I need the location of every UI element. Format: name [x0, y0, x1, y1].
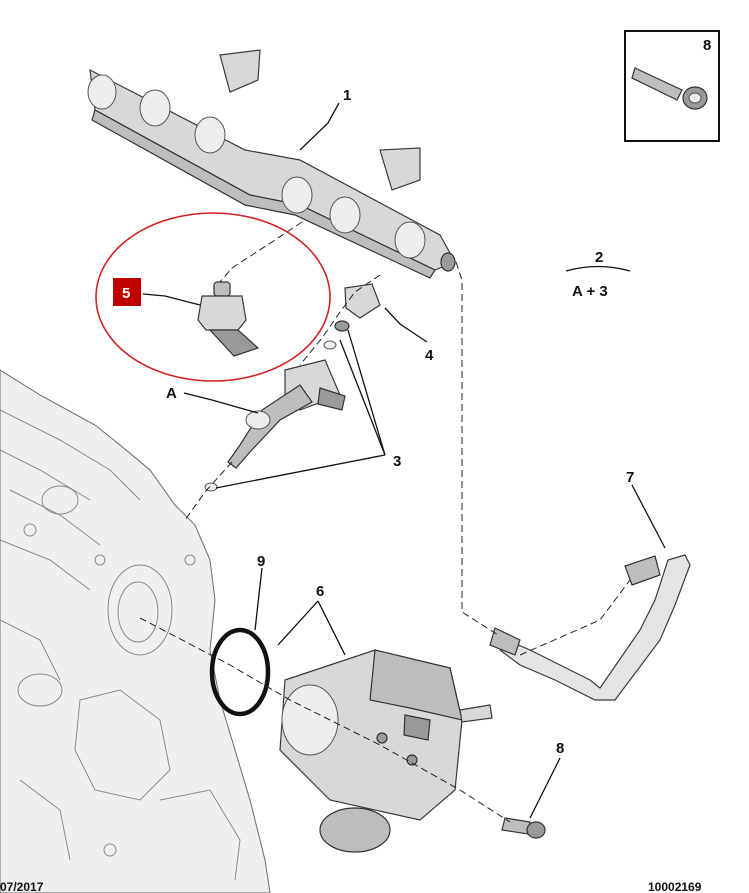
fuel-pipe-part	[489, 554, 691, 701]
callout-a: A	[166, 385, 177, 402]
pressure-sensor-part	[197, 281, 260, 357]
callout-5-badge[interactable]: 5	[113, 278, 141, 306]
footer-reference: 10002169	[648, 880, 702, 893]
clip-part	[344, 283, 381, 319]
footer-date: 07/2017	[0, 880, 44, 893]
callout-7: 7	[626, 469, 634, 486]
seal-rings-part	[204, 320, 350, 492]
callout-2: 2	[595, 249, 603, 266]
bolt-part	[501, 817, 546, 839]
callout-4: 4	[425, 347, 434, 364]
injector-part	[227, 359, 346, 469]
assembly-lines	[139, 221, 631, 823]
highlight-circle	[95, 212, 331, 382]
callout-1: 1	[343, 87, 351, 104]
engine-block-illustration	[0, 369, 271, 893]
leader-lines	[142, 102, 666, 819]
o-ring-part	[209, 627, 271, 717]
callout-6: 6	[316, 583, 324, 600]
callout-8: 8	[556, 740, 564, 757]
bolt-inset-box	[624, 30, 720, 142]
callout-2-subtext: A + 3	[572, 283, 608, 300]
high-pressure-pump-part	[279, 649, 493, 853]
fuel-rail-part	[87, 49, 456, 279]
callout-9: 9	[257, 553, 265, 570]
callout-8-inset: 8	[703, 37, 711, 54]
callout-3: 3	[393, 453, 401, 470]
callout-5: 5	[122, 285, 130, 302]
